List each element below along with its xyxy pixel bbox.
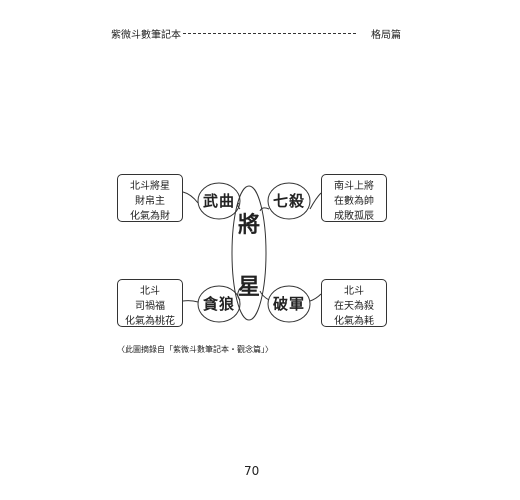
page-number: 70 xyxy=(244,464,260,478)
box-top-left: 北斗將星 財帛主 化氣為財 xyxy=(117,174,183,222)
ellipse-top-left xyxy=(197,182,241,220)
box-line: 司禍福 xyxy=(135,301,165,312)
box-line: 北斗將星 xyxy=(130,181,170,192)
ellipse-top-right xyxy=(267,182,311,220)
ellipse-bottom-right xyxy=(267,285,311,323)
box-line: 北斗 xyxy=(140,286,160,297)
connector-bottom-right-center xyxy=(259,290,270,301)
center-char-2: 星 xyxy=(237,275,260,300)
center-char-1: 將 xyxy=(237,213,260,238)
connector-top-left-box xyxy=(182,191,199,204)
box-line: 成敗孤辰 xyxy=(334,211,374,222)
box-line: 財帛主 xyxy=(135,196,165,207)
box-line: 北斗 xyxy=(344,286,364,297)
ellipse-bottom-left xyxy=(197,285,241,323)
star-label-qisha: 七殺 xyxy=(272,192,305,210)
center-label-general-star: 將 星 xyxy=(232,185,266,321)
box-bottom-left: 北斗 司禍福 化氣為桃花 xyxy=(117,279,183,327)
box-line: 南斗上將 xyxy=(334,181,374,192)
page-header: 紫微斗數筆記本 格局篇 xyxy=(111,26,401,42)
connector-bottom-right-box xyxy=(309,293,322,302)
connector-top-right-box xyxy=(309,192,322,210)
center-ellipse xyxy=(231,185,267,321)
star-label-wuqu: 武曲 xyxy=(202,192,235,210)
connector-top-right-center xyxy=(259,207,270,212)
box-line: 在天為殺 xyxy=(334,301,374,312)
star-label-pojun: 破軍 xyxy=(272,295,305,313)
box-line: 化氣為桃花 xyxy=(125,316,175,327)
header-chapter: 格局篇 xyxy=(371,30,401,41)
header-book-title: 紫微斗數筆記本 xyxy=(111,30,181,41)
box-top-right: 南斗上將 在數為帥 成敗孤辰 xyxy=(321,174,387,222)
connector-top-left-center xyxy=(237,202,241,210)
box-line: 在數為帥 xyxy=(334,196,374,207)
box-line: 化氣為耗 xyxy=(334,316,374,327)
box-bottom-right: 北斗 在天為殺 化氣為耗 xyxy=(321,279,387,327)
star-label-tanlang: 貪狼 xyxy=(202,295,235,313)
box-line: 化氣為財 xyxy=(130,211,170,222)
connector-bottom-left-box xyxy=(182,300,199,303)
header-divider xyxy=(183,33,356,34)
figure-caption: 〈此圖摘錄自「紫微斗數筆記本・觀念篇」〉 xyxy=(117,345,273,354)
